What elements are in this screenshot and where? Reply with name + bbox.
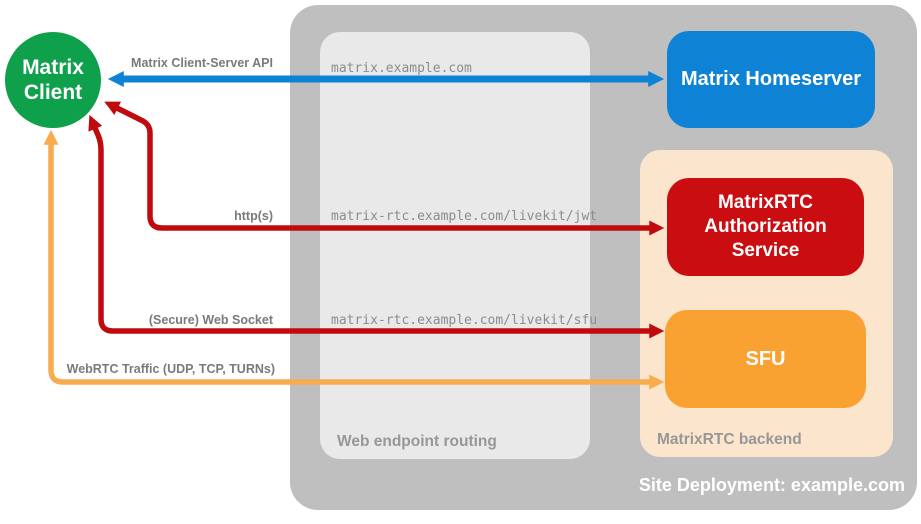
matrix-homeserver-node: Matrix Homeserver <box>667 31 875 128</box>
client-server-api-arrow-label: Matrix Client-Server API <box>131 56 273 70</box>
matrixrtc-authorization-service-node: MatrixRTC Authorization Service <box>667 178 864 276</box>
route-homeserver-host: matrix.example.com <box>331 61 472 76</box>
route-jwt-path: matrix-rtc.example.com/livekit/jwt <box>331 209 598 224</box>
webrtc-traffic-arrow-label: WebRTC Traffic (UDP, TCP, TURNs) <box>66 362 275 376</box>
matrixrtc-backend-label: MatrixRTC backend <box>657 431 802 448</box>
web-endpoint-routing-label: Web endpoint routing <box>337 433 497 450</box>
https-arrow-label: http(s) <box>234 209 273 223</box>
websocket-arrow-label: (Secure) Web Socket <box>148 313 273 327</box>
route-sfu-path: matrix-rtc.example.com/livekit/sfu <box>331 313 598 328</box>
sfu-node: SFU <box>665 310 866 408</box>
web-endpoint-routing-panel <box>320 32 590 459</box>
matrix-client-node: Matrix Client <box>5 32 101 128</box>
site-deployment-label: Site Deployment: example.com <box>638 475 905 495</box>
